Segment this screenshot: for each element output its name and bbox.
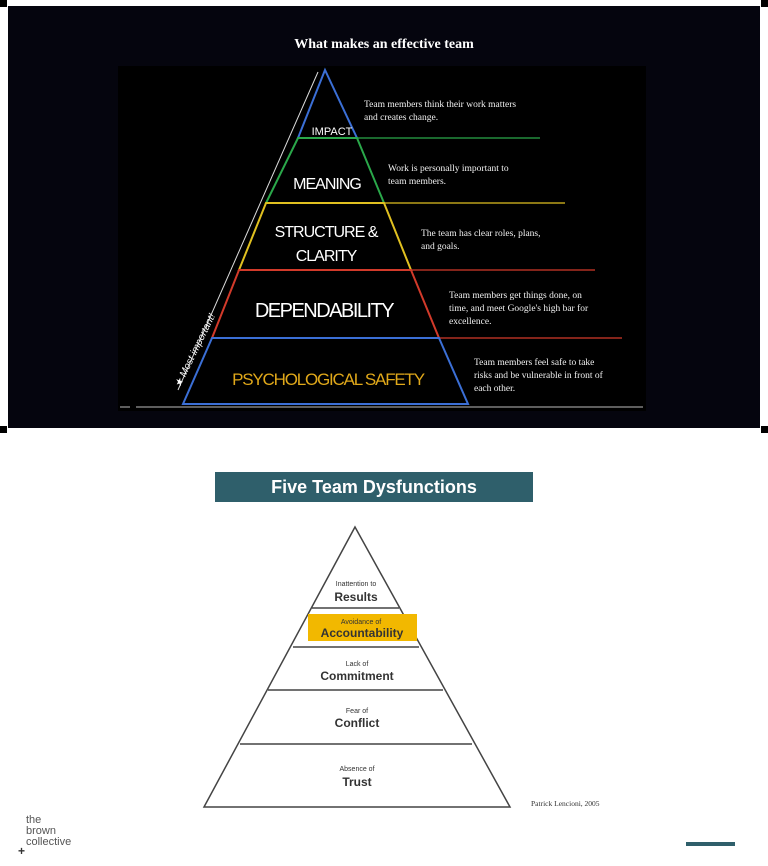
results-label: Results xyxy=(334,590,378,604)
trust-label: Trust xyxy=(342,775,371,789)
corner-mark xyxy=(761,0,768,7)
corner-mark xyxy=(0,426,7,433)
accountability-label: Accountability xyxy=(321,626,404,640)
brown-collective-logo: the brown collective xyxy=(26,814,72,848)
conflict-label: Conflict xyxy=(335,716,380,730)
dysfunctions-pyramid: Inattention to Results Avoidance of Acco… xyxy=(202,525,512,808)
pyramid-outline xyxy=(202,525,512,808)
importance-line xyxy=(177,71,319,391)
clarity-label: CLARITY xyxy=(296,248,358,265)
impact-description: Team members think their work matters an… xyxy=(364,100,517,123)
safety-description: Team members feel safe to take risks and… xyxy=(474,358,603,394)
top-title: What makes an effective team xyxy=(294,37,474,52)
logo-plus-icon: + xyxy=(18,844,26,858)
accent-bar xyxy=(686,842,735,846)
corner-mark xyxy=(0,0,7,7)
effective-team-pyramid: ★ Most important! IMPACT MEANING STRUCTU… xyxy=(118,66,646,411)
conflict-small-label: Fear of xyxy=(346,708,368,715)
accountability-highlight xyxy=(308,614,417,641)
commitment-label: Commitment xyxy=(320,669,393,683)
dependability-label: DEPENDABILITY xyxy=(255,300,394,322)
safety-label: PSYCHOLOGICAL SAFETY xyxy=(232,370,425,389)
impact-label: IMPACT xyxy=(312,126,353,138)
results-small-label: Inattention to xyxy=(336,581,377,588)
corner-mark xyxy=(761,426,768,433)
dysfunctions-banner: Five Team Dysfunctions xyxy=(215,472,533,502)
meaning-description: Work is personally important to team mem… xyxy=(388,164,509,187)
meaning-label: MEANING xyxy=(293,176,361,193)
accountability-small-label: Avoidance of xyxy=(341,619,381,626)
commitment-small-label: Lack of xyxy=(346,661,369,668)
structure-description: The team has clear roles, plans, and goa… xyxy=(421,229,541,252)
dependability-description: Team members get things done, on time, a… xyxy=(449,291,589,327)
structure-label: STRUCTURE & xyxy=(275,224,379,241)
trust-small-label: Absence of xyxy=(339,766,374,773)
safety-band xyxy=(181,337,470,405)
credit-text: Patrick Lencioni, 2005 xyxy=(531,799,600,808)
